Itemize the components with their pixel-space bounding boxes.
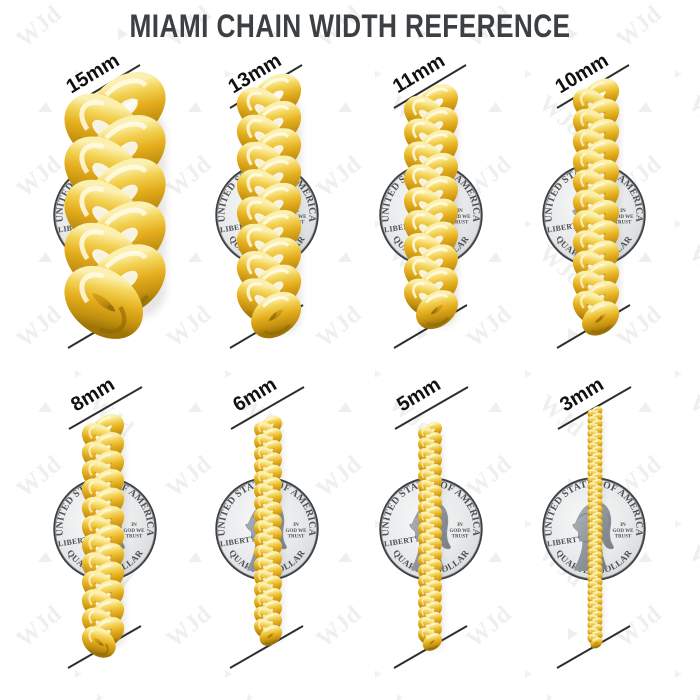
svg-text:MIAMI CHAIN WIDTH REFERENCE: MIAMI CHAIN WIDTH REFERENCE [130,10,571,45]
